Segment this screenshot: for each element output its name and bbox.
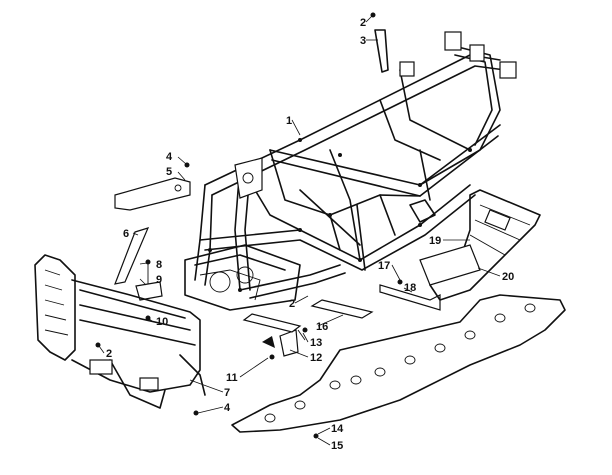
callout-3: 3 [360,35,366,47]
callout-11: 11 [226,372,238,384]
callout-10: 10 [156,316,168,328]
callout-13: 13 [310,337,322,349]
callout-1: 1 [286,115,292,127]
part-5-bracket [114,162,191,211]
callout-2: 2 [360,17,366,29]
callout-8: 8 [156,259,162,271]
callout-14: 14 [331,423,344,435]
callout-9: 9 [156,274,162,286]
callout-12: 12 [310,352,322,364]
parts-17-18-rear-bracket [379,279,441,311]
callout-7: 7 [224,387,230,399]
callout-16: 16 [316,321,328,333]
callout-20: 20 [502,271,514,283]
main-frame [184,31,517,311]
parts-19-20-rear-rack [419,189,541,301]
leader-lines [98,14,501,446]
callout-2: 2 [289,298,295,310]
callout-2: 2 [106,348,112,360]
callout-17: 17 [378,260,390,272]
part-14-skid-plate [231,294,566,439]
callout-4: 4 [166,151,173,163]
part-16-strip [242,299,374,333]
part-7-front-bumper [34,254,206,416]
callout-5: 5 [166,166,172,178]
callout-18: 18 [404,282,416,294]
callout-labels: 1 2 3 4 5 6 8 9 10 2 2 11 7 4 12 13 16 1… [106,17,514,452]
callout-15: 15 [331,440,343,452]
callout-19: 19 [429,235,441,247]
part-6-bracket [114,227,150,285]
parts-11-12-13 [262,327,308,360]
callout-4: 4 [224,402,231,414]
callout-6: 6 [123,228,129,240]
part-3-bar [370,12,389,73]
